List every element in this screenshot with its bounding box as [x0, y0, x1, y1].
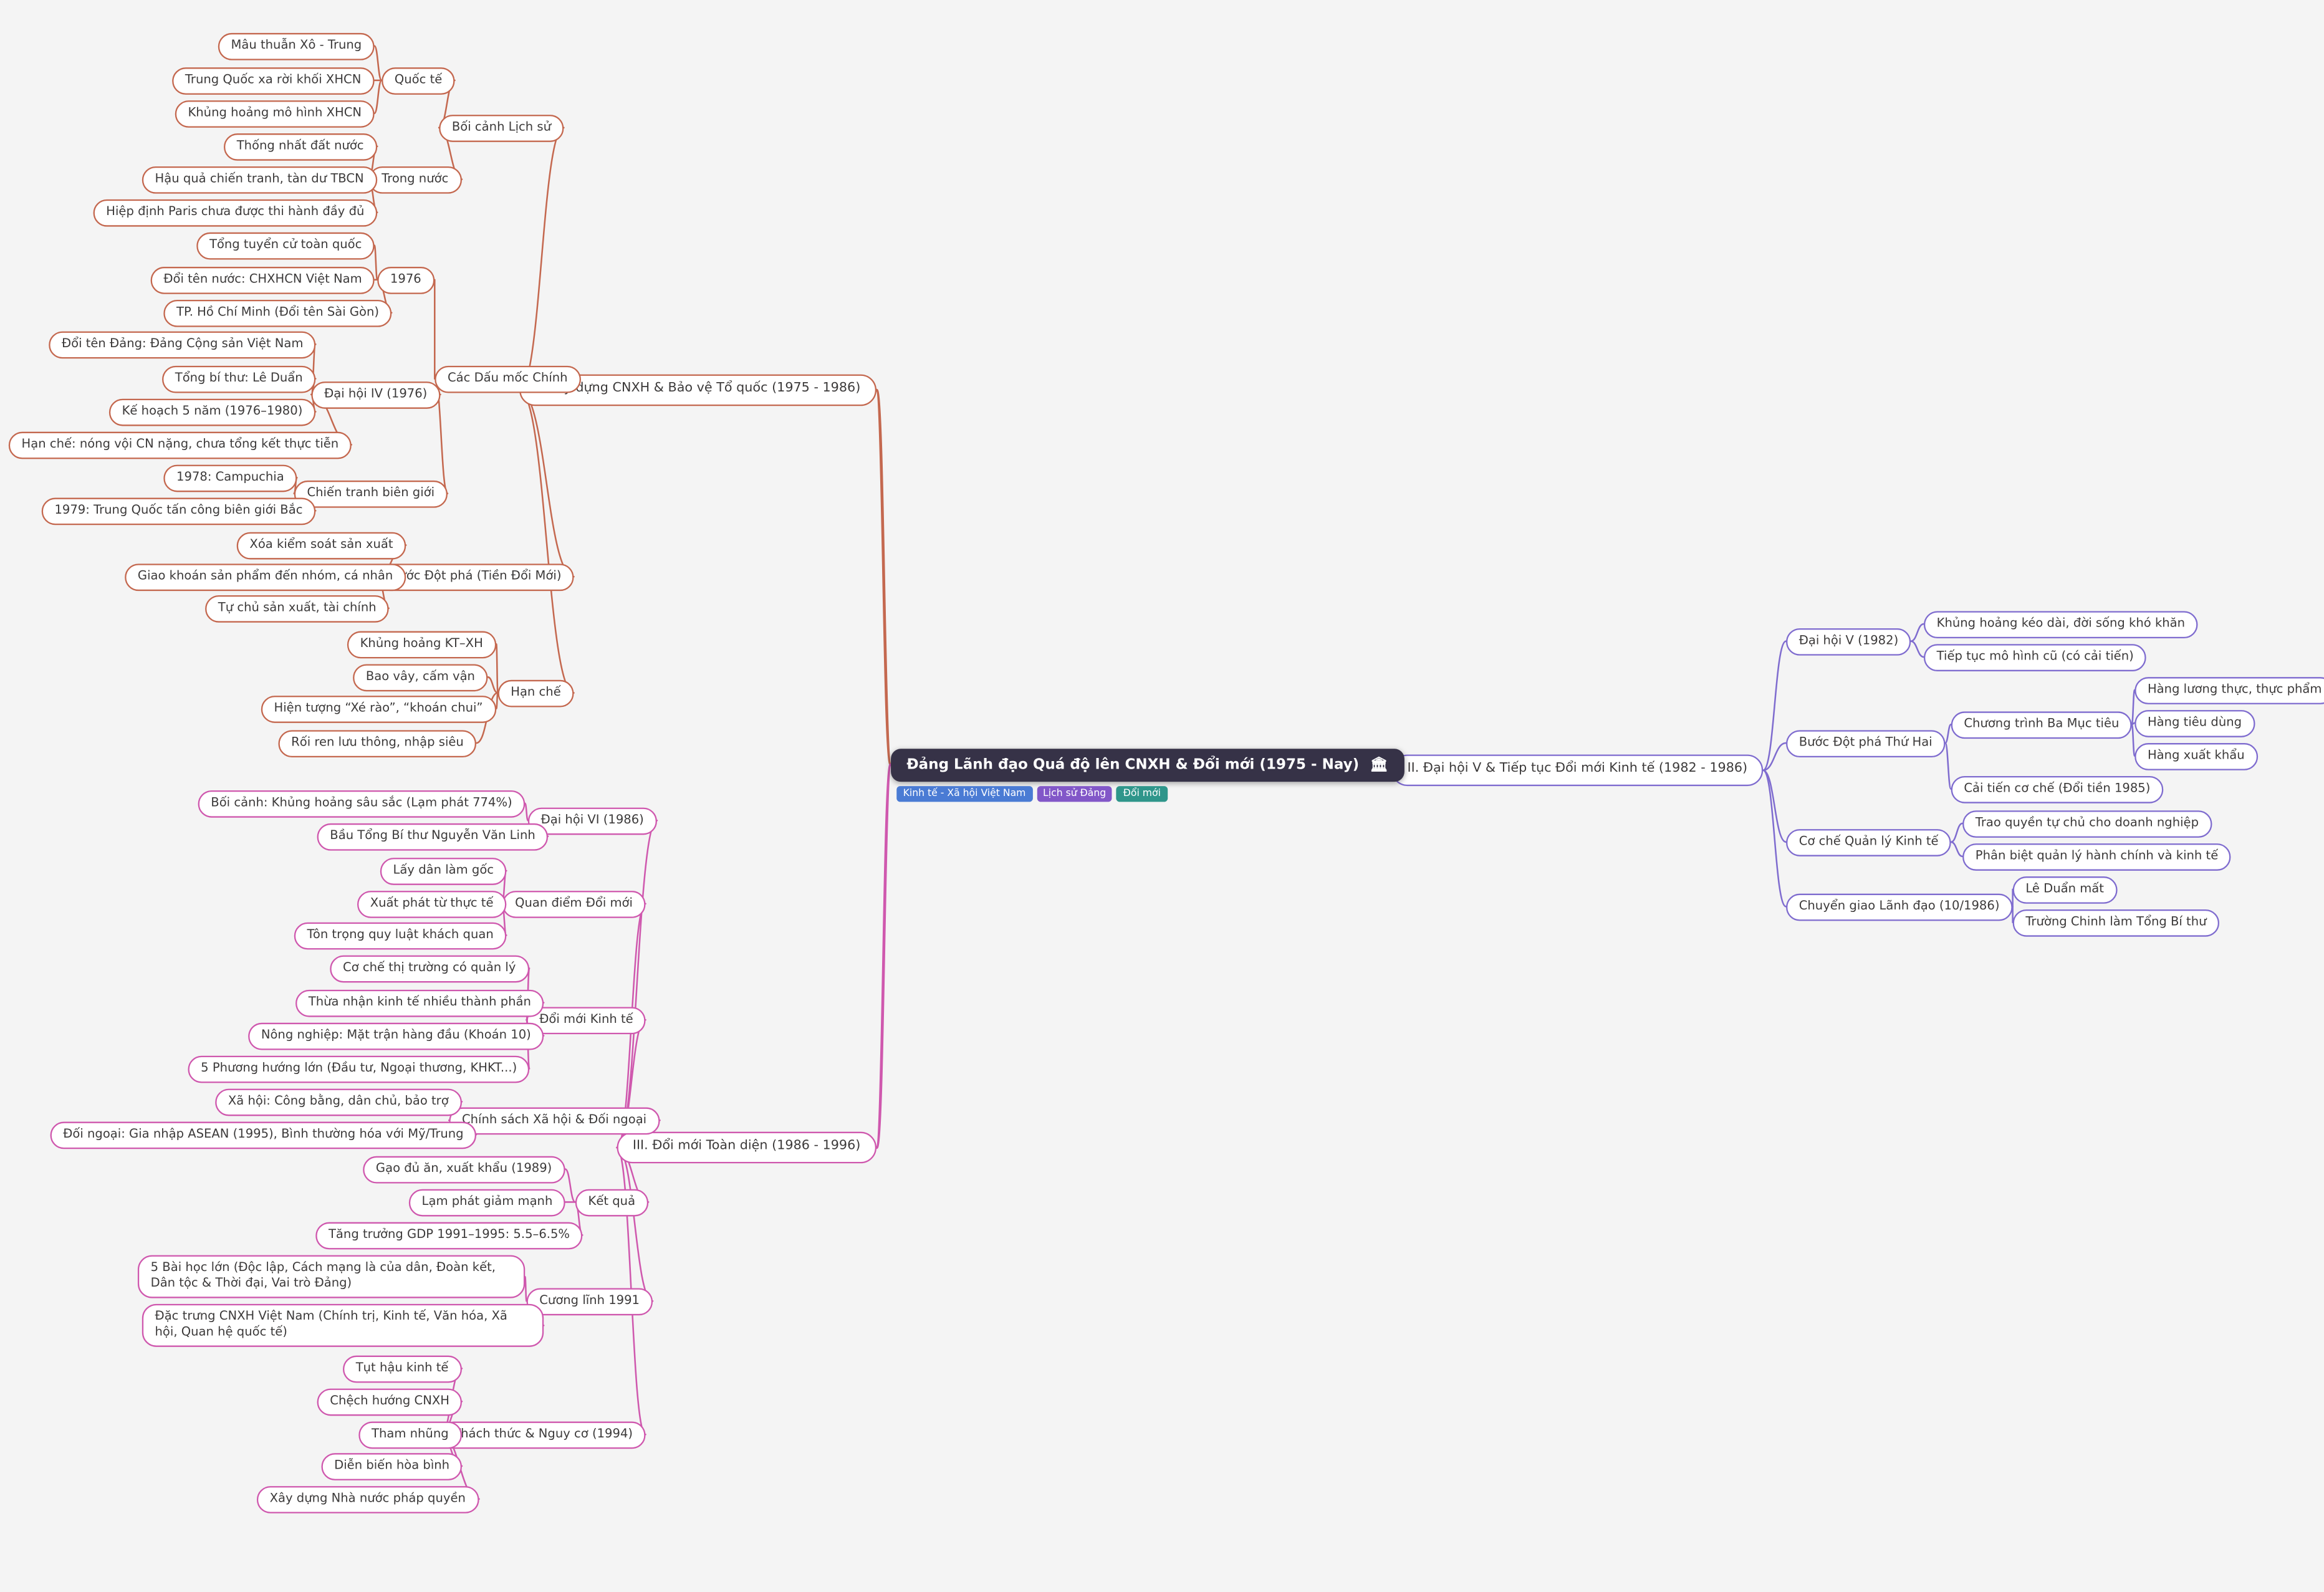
- mind-node[interactable]: Kế hoạch 5 năm (1976–1980): [108, 398, 316, 426]
- tag-badge: Lịch sử Đảng: [1036, 785, 1113, 803]
- mind-node[interactable]: 1976: [377, 266, 435, 294]
- mind-node[interactable]: Hậu quả chiến tranh, tàn dư TBCN: [142, 165, 377, 193]
- mind-node[interactable]: 1979: Trung Quốc tấn công biên giới Bắc: [41, 497, 316, 525]
- mind-node[interactable]: Hiện tượng “Xé rào”, “khoán chui”: [261, 694, 496, 722]
- mind-node[interactable]: Cương lĩnh 1991: [526, 1287, 653, 1315]
- mind-node[interactable]: Nông nghiệp: Mặt trận hàng đầu (Khoán 10…: [248, 1022, 544, 1050]
- mind-node[interactable]: Đặc trưng CNXH Việt Nam (Chính trị, Kinh…: [142, 1303, 544, 1348]
- mind-node[interactable]: Đối ngoại: Gia nhập ASEAN (1995), Bình t…: [50, 1121, 477, 1149]
- mind-node[interactable]: TP. Hồ Chí Minh (Đổi tên Sài Gòn): [163, 299, 392, 327]
- mind-node[interactable]: Tụt hậu kinh tế: [342, 1355, 462, 1383]
- tag-badge: Kinh tế - Xã hội Việt Nam: [896, 785, 1032, 803]
- mind-node[interactable]: Trong nước: [368, 165, 462, 193]
- mind-node[interactable]: Lấy dân làm gốc: [380, 856, 507, 885]
- mind-node[interactable]: Diễn biến hòa bình: [321, 1452, 463, 1480]
- mind-node[interactable]: Đổi tên Đảng: Đảng Cộng sản Việt Nam: [49, 330, 317, 358]
- main-topic-node[interactable]: II. Đại hội V & Tiếp tục Đổi mới Kinh tế…: [1391, 754, 1764, 786]
- mind-node[interactable]: Quốc tế: [382, 67, 455, 94]
- mind-node[interactable]: Khủng hoảng mô hình XHCN: [175, 99, 375, 127]
- mind-node[interactable]: Thách thức & Nguy cơ (1994): [440, 1421, 646, 1449]
- mind-node[interactable]: Hạn chế: nóng vội CN nặng, chưa tổng kết…: [8, 431, 352, 459]
- mind-node[interactable]: Cơ chế Quản lý Kinh tế: [1786, 828, 1952, 856]
- mind-node[interactable]: Đổi tên nước: CHXHCN Việt Nam: [150, 266, 375, 294]
- mind-node[interactable]: Đại hội VI (1986): [527, 807, 657, 835]
- mind-node[interactable]: Tự chủ sản xuất, tài chính: [205, 594, 390, 622]
- mind-node[interactable]: Hạn chế: [497, 679, 574, 707]
- mind-node[interactable]: Mâu thuẫn Xô - Trung: [218, 32, 375, 60]
- mind-node[interactable]: Bước Đột phá (Tiền Đổi Mới): [377, 563, 575, 591]
- mind-node[interactable]: Cơ chế thị trường có quản lý: [330, 954, 529, 982]
- tag-badge: Đổi mới: [1116, 785, 1168, 803]
- central-topic-node[interactable]: Đảng Lãnh đạo Quá độ lên CNXH & Đổi mới …: [891, 748, 1404, 782]
- mind-node[interactable]: Bối cảnh: Khủng hoảng sâu sắc (Lạm phát …: [198, 789, 526, 817]
- mind-node[interactable]: Rối ren lưu thông, nhập siêu: [278, 729, 477, 757]
- mind-node[interactable]: Chuyển giao Lãnh đạo (10/1986): [1786, 893, 2013, 921]
- mind-node[interactable]: Chương trình Ba Mục tiêu: [1951, 711, 2133, 739]
- mind-node[interactable]: Gạo đủ ăn, xuất khẩu (1989): [363, 1155, 565, 1183]
- mind-node[interactable]: Xã hội: Công bằng, dân chủ, bảo trợ: [215, 1088, 462, 1116]
- mind-node[interactable]: Chính sách Xã hội & Đối ngoại: [449, 1106, 660, 1134]
- mind-node[interactable]: Trung Quốc xa rời khối XHCN: [172, 67, 375, 94]
- mind-node[interactable]: Lạm phát giảm mạnh: [408, 1188, 566, 1216]
- mind-node[interactable]: Xóa kiểm soát sản xuất: [236, 531, 406, 559]
- mind-node[interactable]: Chệch hướng CNXH: [317, 1388, 463, 1416]
- mind-node[interactable]: Thống nhất đất nước: [223, 132, 377, 160]
- mind-node[interactable]: Cải tiến cơ chế (Đổi tiền 1985): [1951, 775, 2164, 803]
- mind-node[interactable]: Thừa nhận kinh tế nhiều thành phần: [295, 989, 544, 1017]
- mind-node[interactable]: Hàng lương thực, thực phẩm: [2134, 676, 2324, 704]
- mind-node[interactable]: 1978: Campuchia: [163, 464, 297, 492]
- building-icon: 🏛: [1370, 756, 1388, 773]
- mind-node[interactable]: Bao vây, cấm vận: [353, 663, 488, 691]
- mind-node[interactable]: Bước Đột phá Thứ Hai: [1786, 729, 1946, 757]
- mind-node[interactable]: Xuất phát từ thực tế: [357, 890, 507, 918]
- mind-node[interactable]: Đại hội IV (1976): [311, 380, 441, 408]
- mind-node[interactable]: Tổng bí thư: Lê Duẩn: [162, 365, 316, 393]
- mind-node[interactable]: 5 Bài học lớn (Độc lập, Cách mạng là của…: [137, 1255, 526, 1298]
- mind-node[interactable]: Tăng trưởng GDP 1991–1995: 5.5–6.5%: [315, 1221, 583, 1249]
- mind-node[interactable]: Giao khoán sản phẩm đến nhóm, cá nhân: [125, 563, 406, 591]
- mind-node[interactable]: Xây dựng Nhà nước pháp quyền: [256, 1485, 479, 1513]
- mind-node[interactable]: Khủng hoảng KT–XH: [347, 630, 496, 658]
- mind-node[interactable]: Tiếp tục mô hình cũ (có cải tiến): [1923, 643, 2147, 671]
- mind-node[interactable]: Bầu Tổng Bí thư Nguyễn Văn Linh: [317, 822, 549, 850]
- central-topic-title: Đảng Lãnh đạo Quá độ lên CNXH & Đổi mới …: [906, 756, 1360, 773]
- mind-node[interactable]: Đổi mới Kinh tế: [526, 1006, 646, 1034]
- mind-node[interactable]: Trao quyền tự chủ cho doanh nghiệp: [1962, 810, 2212, 837]
- mind-node[interactable]: Lê Duẩn mất: [2012, 875, 2117, 903]
- mind-node[interactable]: Các Dấu mốc Chính: [435, 365, 581, 393]
- mind-node[interactable]: Phân biệt quản lý hành chính và kinh tế: [1962, 842, 2231, 870]
- mind-node[interactable]: Trường Chinh làm Tổng Bí thư: [2012, 908, 2220, 936]
- mind-node[interactable]: Đại hội V (1982): [1786, 627, 1911, 655]
- mind-node[interactable]: Tham nhũng: [358, 1421, 462, 1449]
- mind-node[interactable]: Hàng xuất khẩu: [2134, 742, 2258, 770]
- mind-node[interactable]: Tổng tuyển cử toàn quốc: [196, 231, 375, 259]
- mind-node[interactable]: Chiến tranh biên giới: [294, 479, 448, 507]
- mind-node[interactable]: Khủng hoảng kéo dài, đời sống khó khăn: [1923, 610, 2198, 638]
- mind-node[interactable]: Quan điểm Đổi mới: [502, 890, 646, 918]
- mind-node[interactable]: Hàng tiêu dùng: [2134, 709, 2255, 737]
- mind-node[interactable]: Hiệp định Paris chưa được thi hành đầy đ…: [93, 198, 378, 226]
- mind-node[interactable]: Kết quả: [575, 1188, 648, 1216]
- mind-node[interactable]: Tôn trọng quy luật khách quan: [294, 921, 507, 949]
- mind-node[interactable]: Bối cảnh Lịch sử: [439, 113, 564, 141]
- mind-node[interactable]: 5 Phương hướng lớn (Đầu tư, Ngoại thương…: [188, 1055, 530, 1083]
- main-topic-node[interactable]: III. Đổi mới Toàn diện (1986 - 1996): [617, 1131, 876, 1163]
